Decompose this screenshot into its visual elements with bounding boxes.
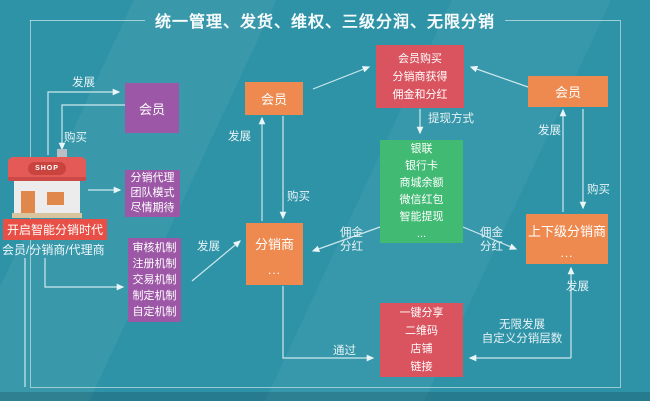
box-withdraw-methods: 银联 银行卡 商城余额 微信红包 智能提现 ...: [380, 140, 463, 243]
label-unlimited-line1: 无限发展: [499, 319, 545, 331]
shop-base: [12, 213, 82, 218]
label-commission-right: 佣金 分红: [480, 226, 503, 254]
label-develop-distributor-member: 发展: [228, 131, 251, 143]
share-item: 店铺: [410, 343, 433, 355]
share-item: 链接: [410, 361, 433, 373]
label-commission-right-line2: 分红: [480, 241, 503, 253]
label-commission-left: 佣金 分红: [340, 226, 363, 254]
label-pass-through: 通过: [333, 345, 356, 357]
withdraw-item: 智能提现: [399, 210, 444, 223]
label-commission-left-line2: 分红: [340, 241, 363, 253]
share-item: 一键分享: [399, 307, 444, 319]
label-develop-upper-member: 发展: [538, 125, 561, 137]
mechanism-item: 自定机制: [132, 306, 177, 318]
agent-item: 团队模式: [130, 187, 175, 199]
box-distributor: 分销商 ...: [246, 223, 303, 285]
box-upper-lower-more: ...: [560, 245, 574, 260]
agent-item: 分销代理: [130, 172, 175, 184]
box-member-left-label: 会员: [138, 101, 165, 117]
page-title: 统一管理、发货、维权、三级分润、无限分销: [155, 14, 496, 31]
withdraw-item-more: ...: [416, 227, 427, 240]
connector-member-center-purchase: [312, 66, 371, 90]
shop-subtitle-label: 会员/分销商/代理商: [2, 243, 105, 257]
box-upper-lower-distributor: 上下级分销商 ...: [526, 214, 608, 264]
box-share-tools: 一键分享 二维码 店铺 链接: [380, 303, 463, 377]
label-develop-mechanism-distributor: 发展: [197, 241, 220, 253]
mechanism-item: 制定机制: [132, 290, 177, 302]
share-item: 二维码: [405, 325, 438, 337]
shop-chimney: [57, 149, 67, 161]
label-withdraw-method: 提现方式: [428, 113, 474, 125]
label-buy-member-distributor: 购买: [287, 191, 310, 203]
shop-banner-label: 开启智能分销时代: [3, 219, 108, 240]
connector-shop-develop-member: [47, 88, 121, 155]
label-buy-member-shop: 购买: [64, 132, 87, 144]
box-member-center-label: 会员: [260, 92, 287, 107]
mechanism-item: 注册机制: [132, 258, 177, 270]
label-unlimited-develop: 无限发展 自定义分销层数: [476, 318, 568, 346]
box-member-left: 会员: [125, 83, 179, 133]
shop-sign: SHOP: [28, 162, 66, 175]
box-distributor-more: ...: [267, 262, 281, 277]
withdraw-item: 商城余额: [399, 176, 444, 189]
label-buy-member-upper: 购买: [587, 184, 610, 196]
purchase-item: 佣金和分红: [392, 88, 448, 101]
box-upper-lower-label: 上下级分销商: [527, 223, 606, 239]
box-mechanisms: 审核机制 注册机制 交易机制 制定机制 自定机制: [128, 238, 181, 322]
bottom-band: [0, 392, 650, 401]
label-commission-left-line1: 佣金: [340, 227, 363, 239]
box-member-right-label: 会员: [554, 85, 581, 100]
label-develop-shop-member: 发展: [72, 77, 95, 89]
title-line-right: [505, 19, 621, 21]
mechanism-item: 审核机制: [132, 242, 177, 254]
withdraw-item: 银联: [410, 142, 433, 155]
label-commission-right-line1: 佣金: [480, 227, 503, 239]
shop-door: [21, 191, 35, 214]
box-member-center: 会员: [245, 82, 303, 115]
withdraw-item: 微信红包: [399, 193, 444, 206]
box-distributor-label: 分销商: [254, 236, 294, 252]
mechanism-item: 交易机制: [132, 274, 177, 286]
agent-item: 尽情期待: [130, 202, 175, 214]
box-agent-modes: 分销代理 团队模式 尽情期待: [125, 170, 180, 217]
label-unlimited-line2: 自定义分销层数: [481, 333, 563, 345]
purchase-item: 分销商获得: [392, 70, 448, 83]
title-row: 统一管理、发货、维权、三级分润、无限分销: [30, 10, 621, 31]
box-member-right: 会员: [528, 76, 608, 107]
box-purchase-gain: 会员购买 分销商获得 佣金和分红: [376, 45, 464, 108]
title-line-left: [30, 19, 145, 21]
purchase-item: 会员购买: [398, 52, 442, 65]
connector-member-right-purchase: [469, 65, 529, 88]
withdraw-item: 银行卡: [405, 159, 438, 172]
label-develop-share-upper: 发展: [566, 281, 589, 293]
connector-shop-mechanism: [44, 258, 125, 291]
shop-window: [47, 192, 64, 205]
connector-distributor-pass-share: [282, 286, 375, 362]
